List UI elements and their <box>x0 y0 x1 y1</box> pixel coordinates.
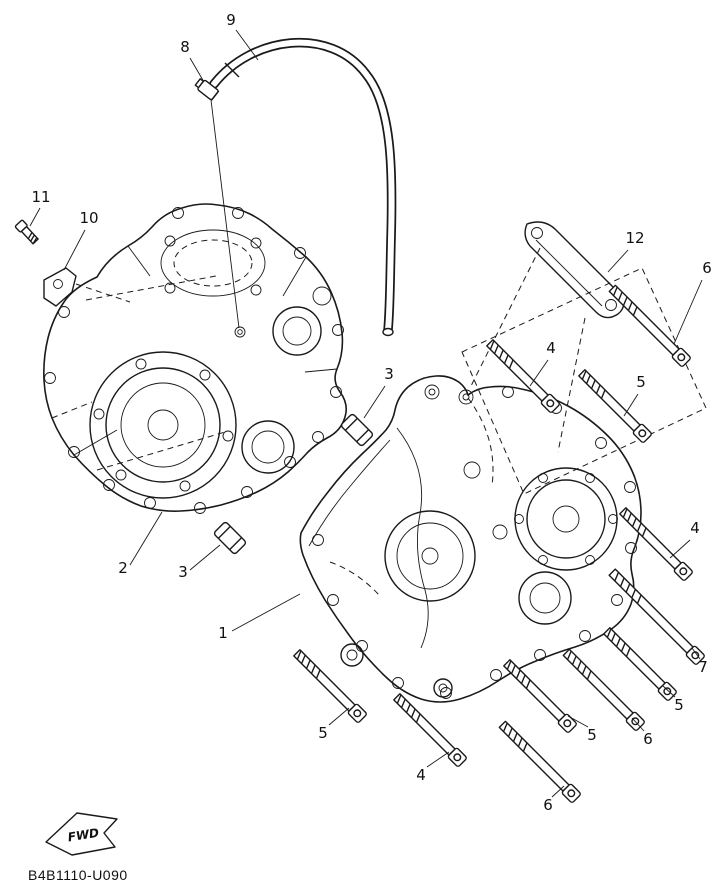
callout-11: 11 <box>29 188 51 227</box>
callout-label: 11 <box>31 188 50 206</box>
callout-5-bottom-left: 5 <box>318 707 350 742</box>
hose-fitting <box>194 78 240 329</box>
leader-line <box>328 707 350 726</box>
callout-3-lower: 3 <box>178 544 221 581</box>
callout-label: 8 <box>180 38 190 56</box>
callout-label: 2 <box>118 559 128 577</box>
callouts: 9 8 11 10 12 6 4 5 <box>29 11 712 814</box>
right-crankcase <box>299 375 642 703</box>
bracket-12 <box>469 221 625 453</box>
leader-line <box>662 685 676 698</box>
dowel-pin-lower <box>212 520 248 556</box>
callout-5-right: 5 <box>662 685 684 714</box>
callout-2: 2 <box>118 511 163 577</box>
callout-6-top-right: 6 <box>673 259 712 345</box>
bolt-5-bottom-left <box>291 647 368 724</box>
callout-5-box: 5 <box>623 373 646 417</box>
leader-line <box>673 279 703 345</box>
leader-line <box>426 751 450 768</box>
bolt-4-bottom-center <box>391 691 468 768</box>
leader-line <box>551 785 565 798</box>
leader-line <box>529 359 549 387</box>
callout-label: 12 <box>625 229 644 247</box>
small-bolt-11 <box>14 219 39 245</box>
leader-line <box>189 544 221 571</box>
callout-label: 3 <box>178 563 188 581</box>
fitting-position-line <box>210 99 240 329</box>
callout-6-right: 6 <box>631 717 653 748</box>
callout-label: 10 <box>79 209 98 227</box>
leader-line <box>691 647 701 660</box>
fwd-label: FWD <box>67 826 100 845</box>
callout-label: 5 <box>318 724 328 742</box>
leader-line <box>607 249 629 273</box>
callout-4-box: 4 <box>529 339 556 387</box>
callout-6-bottom: 6 <box>543 785 565 814</box>
callout-4-bottom-center: 4 <box>416 751 450 784</box>
plate-10 <box>43 267 131 307</box>
bolt-5-mid <box>501 657 578 734</box>
drawing-code: B4B1110-U090 <box>28 867 128 883</box>
fwd-indicator: FWD <box>45 812 118 856</box>
leader-line <box>669 539 691 559</box>
callout-9: 9 <box>226 11 259 61</box>
callout-label: 7 <box>698 658 708 676</box>
leader-line <box>631 717 645 732</box>
leader-line <box>129 511 163 566</box>
callout-12: 12 <box>607 229 645 273</box>
callout-3-upper: 3 <box>363 365 394 419</box>
callout-label: 5 <box>636 373 646 391</box>
left-crankcase <box>43 203 347 514</box>
callout-label: 6 <box>643 730 653 748</box>
leader-line <box>623 393 639 417</box>
callout-10: 10 <box>63 209 99 271</box>
callout-label: 1 <box>218 624 228 642</box>
leader-line <box>231 593 301 632</box>
leader-line <box>189 57 205 83</box>
leader-line <box>567 715 589 728</box>
callout-7: 7 <box>691 647 708 676</box>
callout-label: 5 <box>587 726 597 744</box>
callout-1: 1 <box>218 593 301 642</box>
callout-label: 4 <box>690 519 700 537</box>
leader-line <box>235 29 259 61</box>
callout-label: 6 <box>543 796 553 814</box>
fwd-arrow-icon <box>45 812 118 856</box>
bolt-5-right <box>601 625 678 702</box>
callout-label: 4 <box>546 339 556 357</box>
bolt-6-top-right <box>607 283 692 368</box>
callout-label: 5 <box>674 696 684 714</box>
leader-line <box>63 229 86 271</box>
callout-label: 3 <box>384 365 394 383</box>
callout-label: 9 <box>226 11 236 29</box>
leader-line <box>363 385 386 419</box>
callout-4-right: 4 <box>669 519 700 559</box>
callout-label: 6 <box>702 259 712 277</box>
leader-line <box>29 207 41 227</box>
breather-hose <box>209 37 397 337</box>
callout-5-mid: 5 <box>567 715 597 744</box>
callout-label: 4 <box>416 766 426 784</box>
callout-8: 8 <box>180 38 205 83</box>
